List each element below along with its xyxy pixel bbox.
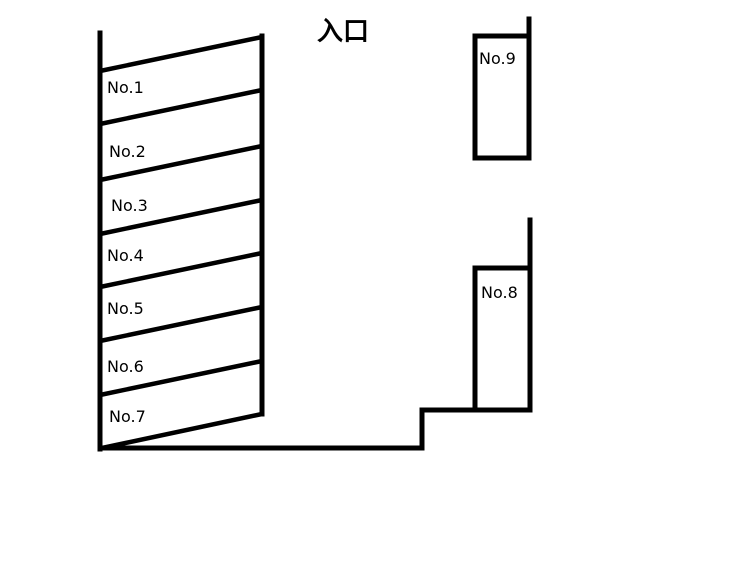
space-label-8: No.8 — [481, 283, 518, 302]
stall-divider-top — [99, 34, 263, 74]
stall-divider-3-4 — [99, 197, 263, 237]
space-label-7: No.7 — [109, 407, 146, 426]
space-label-1: No.1 — [107, 78, 144, 97]
stall-divider-6-7 — [99, 358, 263, 398]
space-label-9: No.9 — [479, 49, 516, 68]
space-label-4: No.4 — [107, 246, 144, 265]
space-label-3: No.3 — [111, 196, 148, 215]
space-label-5: No.5 — [107, 299, 144, 318]
entrance-label: 入口 — [317, 17, 369, 47]
stall-divider-bottom — [101, 411, 263, 451]
stall-divider-2-3 — [99, 143, 263, 183]
bottom-wall — [97, 407, 533, 451]
space-label-2: No.2 — [109, 142, 146, 161]
stall-divider-5-6 — [99, 304, 263, 344]
stall-divider-1-2 — [99, 87, 263, 127]
stall-divider-4-5 — [99, 250, 263, 290]
stall-9-outline — [472, 33, 532, 161]
space-label-6: No.6 — [107, 357, 144, 376]
stall-8-outline — [472, 265, 533, 413]
